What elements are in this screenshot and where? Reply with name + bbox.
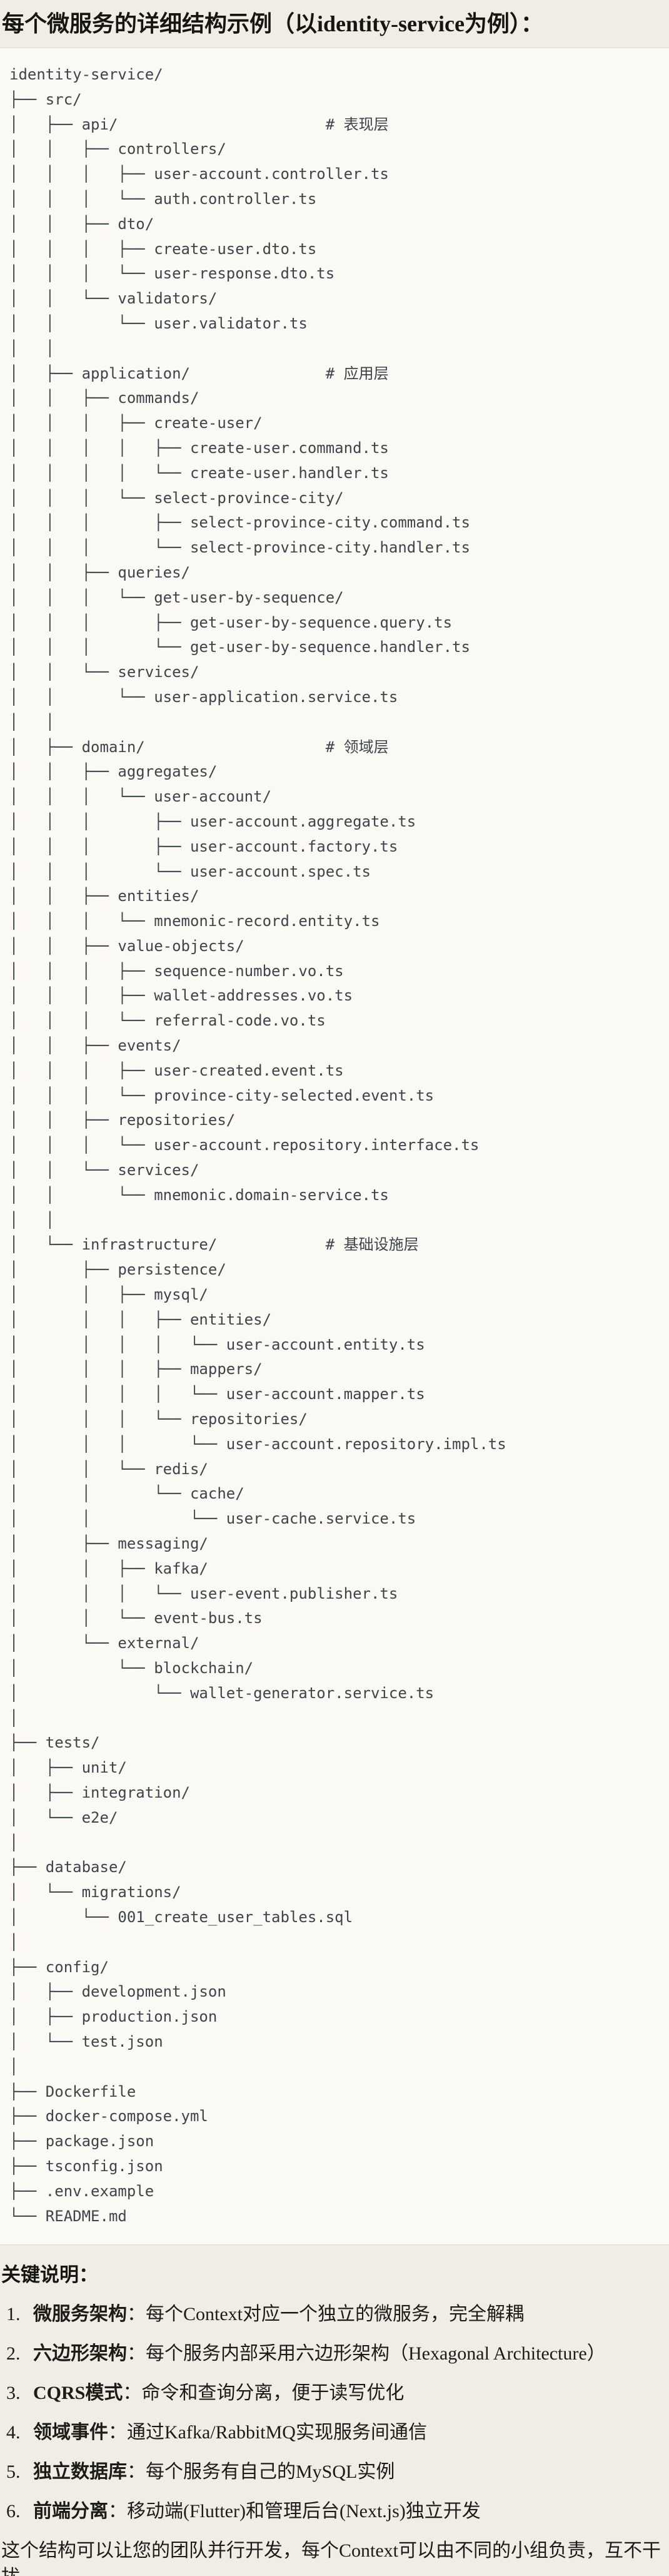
note-number: 1. [6, 2304, 21, 2325]
note-number: 3. [6, 2383, 21, 2404]
file-tree-code-block: identity-service/ ├── src/ │ ├── api/ # … [0, 48, 669, 2246]
page-title: 每个微服务的详细结构示例（以identity-service为例）： [2, 11, 543, 36]
note-item: 5. 独立数据库：每个服务有自己的MySQL实例 [6, 2459, 669, 2485]
note-text: ：每个服务内部采用六边形架构（Hexagonal Architecture） [127, 2343, 606, 2365]
note-text: ：通过Kafka/RabbitMQ实现服务间通信 [108, 2422, 427, 2443]
note-number: 4. [6, 2422, 21, 2443]
note-item: 6. 前端分离：移动端(Flutter)和管理后台(Next.js)独立开发 [6, 2498, 669, 2525]
note-body: 微服务架构：每个Context对应一个独立的微服务，完全解耦 [33, 2301, 524, 2328]
file-tree: identity-service/ ├── src/ │ ├── api/ # … [9, 66, 506, 2225]
note-item: 1. 微服务架构：每个Context对应一个独立的微服务，完全解耦 [6, 2301, 669, 2328]
note-label: 独立数据库 [33, 2461, 127, 2483]
closing-paragraph: 这个结构可以让您的团队并行开发，每个Context可以由不同的小组负责，互不干扰… [1, 2540, 661, 2576]
note-item: 4. 领域事件：通过Kafka/RabbitMQ实现服务间通信 [6, 2420, 669, 2446]
notes-section: 关键说明： 1. 微服务架构：每个Context对应一个独立的微服务，完全解耦 … [0, 2262, 669, 2576]
note-text: ：命令和查询分离，便于读写优化 [123, 2383, 405, 2404]
note-body: 六边形架构：每个服务内部采用六边形架构（Hexagonal Architectu… [33, 2341, 606, 2367]
note-text: ：每个Context对应一个独立的微服务，完全解耦 [127, 2304, 524, 2325]
note-body: 前端分离：移动端(Flutter)和管理后台(Next.js)独立开发 [33, 2498, 481, 2525]
note-item: 3. CQRS模式：命令和查询分离，便于读写优化 [6, 2380, 669, 2406]
note-text: ：移动端(Flutter)和管理后台(Next.js)独立开发 [108, 2501, 481, 2522]
note-item: 2. 六边形架构：每个服务内部采用六边形架构（Hexagonal Archite… [6, 2341, 669, 2367]
note-label: 领域事件 [33, 2422, 108, 2443]
note-body: CQRS模式：命令和查询分离，便于读写优化 [33, 2380, 404, 2406]
note-number: 5. [6, 2461, 21, 2483]
notes-heading: 关键说明： [1, 2264, 98, 2286]
note-label: 前端分离 [33, 2501, 108, 2522]
notes-list: 1. 微服务架构：每个Context对应一个独立的微服务，完全解耦 2. 六边形… [0, 2301, 669, 2525]
note-number: 6. [6, 2501, 21, 2522]
note-number: 2. [6, 2343, 21, 2365]
note-body: 领域事件：通过Kafka/RabbitMQ实现服务间通信 [33, 2420, 427, 2446]
note-label: CQRS模式 [33, 2383, 123, 2404]
note-label: 微服务架构 [33, 2304, 127, 2325]
note-label: 六边形架构 [33, 2343, 127, 2365]
note-text: ：每个服务有自己的MySQL实例 [127, 2461, 395, 2483]
note-body: 独立数据库：每个服务有自己的MySQL实例 [33, 2459, 395, 2485]
